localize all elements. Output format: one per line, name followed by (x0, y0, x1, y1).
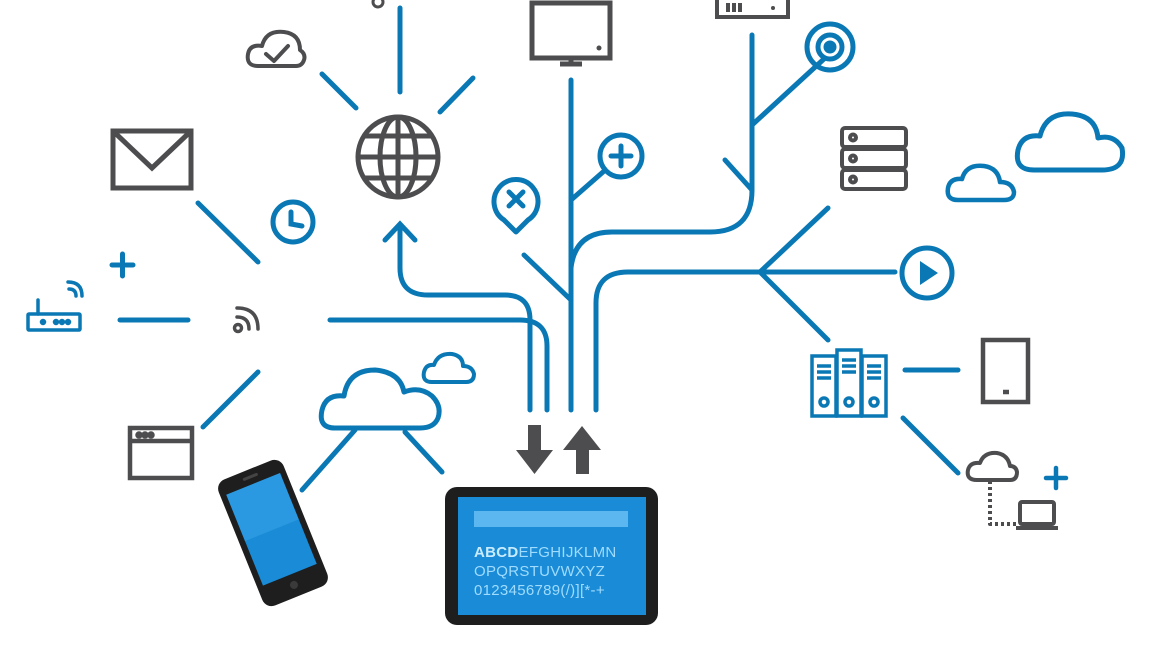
smartphone-icon (218, 459, 328, 607)
cloud-check-icon (245, 29, 307, 68)
arrow-up-icon (563, 426, 601, 474)
clock-icon (270, 199, 316, 245)
arrow-down-icon (516, 425, 553, 474)
cloud-large-right-icon (1014, 111, 1126, 173)
plus-pin-icon (597, 132, 645, 180)
cloud-small-right-icon (945, 163, 1017, 203)
server-rack-icon (810, 348, 888, 418)
link-icon (371, 0, 385, 9)
cloud-icon (318, 367, 442, 431)
tablet-text-line3: 0123456789(/)][*-+ (474, 582, 605, 599)
target-icon (804, 21, 856, 73)
small-cloud-icon (421, 351, 476, 384)
monitor-icon (529, 0, 613, 67)
tablet-text-line1-bold: ABCD (474, 544, 519, 561)
globe-icon (355, 114, 441, 200)
tablet-text-line2: OPQRSTUVWXYZ (474, 563, 605, 580)
close-pin-icon (491, 177, 541, 235)
router-icon (26, 280, 84, 332)
plus-icon (109, 251, 136, 279)
cloud-laptop-icon (965, 450, 1069, 530)
tablet-icon: ABCDEFGHIJKLMN OPQRSTUVWXYZ 0123456789(/… (445, 487, 658, 625)
wifi-icon (232, 306, 260, 334)
tablet-device-icon (980, 337, 1031, 405)
server-stack-icon (840, 126, 908, 191)
connector-lines (117, 5, 961, 493)
router-box-icon (715, 0, 790, 19)
svg-text:ABCDEFGHIJKLMN: ABCDEFGHIJKLMN (474, 544, 617, 561)
browser-window-icon (127, 425, 195, 481)
play-icon (899, 245, 955, 301)
tablet-text-line1: EFGHIJKLMN (519, 544, 617, 561)
mail-icon (110, 128, 194, 191)
